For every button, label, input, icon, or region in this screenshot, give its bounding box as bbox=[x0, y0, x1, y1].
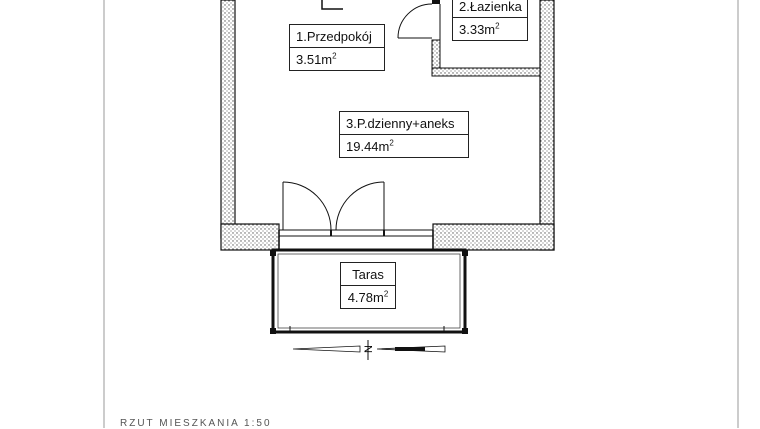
room-area-unit: 2 bbox=[495, 21, 500, 31]
room-area-unit: 2 bbox=[332, 51, 337, 61]
compass-label: N bbox=[363, 345, 375, 353]
room-label-dzienny: 3.P.dzienny+aneks 19.44m2 bbox=[339, 111, 469, 158]
drawing-caption: RZUT MIESZKANIA 1:50 bbox=[120, 418, 272, 429]
terrace-outline bbox=[271, 248, 467, 334]
room-area: 3.51m2 bbox=[290, 48, 384, 70]
room-label-lazienka: 2.Łazienka 3.33m2 bbox=[452, 0, 528, 41]
room-label-przedpokoj: 1.Przedpokój 3.51m2 bbox=[289, 24, 385, 71]
room-area-unit: 2 bbox=[389, 138, 394, 148]
room-name: 3.P.dzienny+aneks bbox=[340, 112, 468, 135]
wall-bottom-right bbox=[432, 223, 555, 251]
terrace-post-bottom-left bbox=[270, 328, 276, 334]
room-area-value: 19.44m bbox=[346, 139, 390, 154]
door-swing-left bbox=[282, 181, 332, 231]
room-area: 4.78m2 bbox=[341, 286, 395, 308]
room-area-value: 4.78m bbox=[347, 290, 384, 305]
terrace-inner-outline bbox=[277, 253, 461, 329]
room-area-value: 3.33m bbox=[459, 22, 496, 37]
bathroom-wall-bottom bbox=[431, 67, 541, 77]
room-area-unit: 2 bbox=[383, 289, 389, 299]
room-name: Taras bbox=[341, 263, 395, 286]
terrace-post-right bbox=[462, 250, 468, 256]
terrace-post-left bbox=[270, 250, 276, 256]
room-area-value: 3.51m bbox=[296, 52, 333, 67]
terrace-post-bottom-right bbox=[462, 328, 468, 334]
bathroom-wall-top bbox=[432, 0, 440, 4]
compass-arrow-right-fill bbox=[395, 347, 425, 351]
room-name: 1.Przedpokój bbox=[290, 25, 384, 48]
wall-left bbox=[220, 0, 236, 239]
door-swing-right bbox=[335, 181, 385, 231]
room-label-taras: Taras 4.78m2 bbox=[340, 262, 396, 309]
bathroom-door-swing bbox=[397, 3, 433, 39]
wall-right bbox=[539, 0, 555, 251]
wall-bottom-left bbox=[220, 223, 280, 251]
room-area: 19.44m2 bbox=[340, 135, 468, 157]
room-area: 3.33m2 bbox=[453, 18, 527, 40]
room-name: 2.Łazienka bbox=[453, 0, 527, 18]
compass-arrow-left bbox=[292, 345, 361, 353]
entry-element bbox=[321, 0, 343, 10]
